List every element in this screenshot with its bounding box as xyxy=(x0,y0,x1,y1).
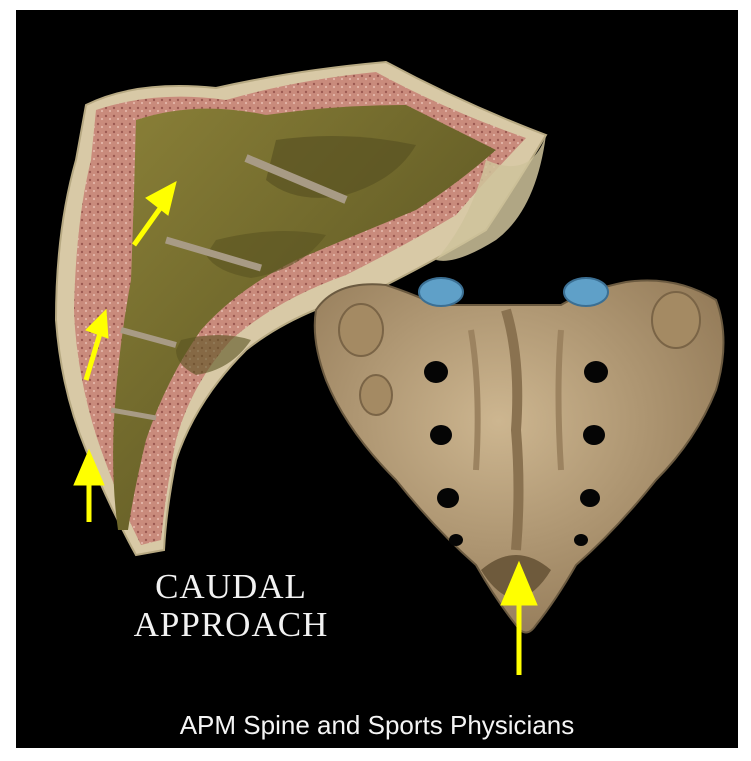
footer-credit: APM Spine and Sports Physicians xyxy=(16,710,738,740)
illustration-frame: CAUDAL APPROACH APM Spine and Sports Phy… xyxy=(16,10,738,748)
caption: CAUDAL APPROACH xyxy=(71,568,391,644)
caption-line-1: CAUDAL xyxy=(71,568,391,606)
caption-line-2: APPROACH xyxy=(71,606,391,644)
